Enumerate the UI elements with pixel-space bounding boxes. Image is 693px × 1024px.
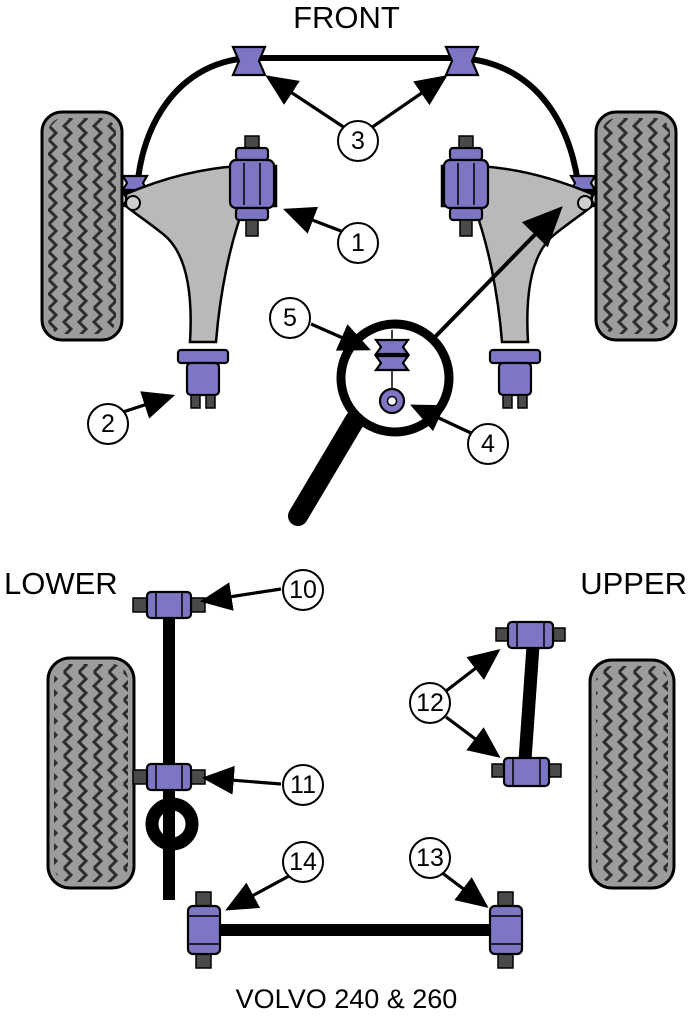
rear-axle-diagram xyxy=(46,582,676,969)
inner-bushing-left xyxy=(228,135,276,237)
tire-tread xyxy=(48,118,116,334)
rear-arrows xyxy=(199,582,501,911)
upper-label: UPPER xyxy=(580,566,687,601)
panhard-rod xyxy=(186,891,524,969)
trailing-arm xyxy=(132,590,206,900)
lower-label: LOWER xyxy=(4,566,118,601)
trailing-arm-front-bush xyxy=(132,590,206,620)
magnifier xyxy=(288,319,454,526)
front-axle-diagram xyxy=(40,45,678,526)
callout-3: 3 xyxy=(337,120,379,162)
upper-torque-rod xyxy=(491,620,566,788)
inner-bushing-right xyxy=(442,135,490,237)
callout-1: 1 xyxy=(337,222,379,264)
callout-12: 12 xyxy=(409,682,451,724)
tire-tread xyxy=(596,666,668,882)
spring-seat-ring xyxy=(145,797,199,851)
arb-bushing-right xyxy=(444,45,480,77)
magnifier-handle xyxy=(288,410,365,526)
caption-label: VOLVO 240 & 260 xyxy=(235,984,458,1014)
torque-rod-front-bush xyxy=(495,620,566,650)
tire-tread xyxy=(602,118,670,334)
front-label: FRONT xyxy=(293,0,400,35)
anti-roll-bar xyxy=(133,55,583,211)
callout-4: 4 xyxy=(467,423,509,465)
rear-left-tire xyxy=(46,656,136,890)
callout-13: 13 xyxy=(409,837,451,879)
callout-10: 10 xyxy=(282,569,324,611)
lower-bushing-right xyxy=(488,348,542,409)
steering-bush-stack xyxy=(373,338,411,356)
front-arrows xyxy=(122,75,563,435)
trailing-arm-rear-bush xyxy=(132,762,206,792)
tire-tread xyxy=(54,664,128,882)
callout-2: 2 xyxy=(87,403,129,445)
arm-eyelet-right xyxy=(577,195,593,211)
callout-11: 11 xyxy=(282,764,324,806)
torque-rod-rear-bush xyxy=(491,756,562,788)
rear-right-tire xyxy=(588,658,676,890)
lower-bushing-left xyxy=(176,348,230,409)
panhard-bush-right xyxy=(488,891,524,969)
callout-14: 14 xyxy=(282,841,324,883)
callout-5: 5 xyxy=(269,297,311,339)
arb-bushing-left xyxy=(231,45,267,77)
panhard-bush-left xyxy=(186,891,222,969)
front-left-tire xyxy=(40,110,124,342)
front-right-tire xyxy=(594,110,678,342)
arm-eyelet-left xyxy=(125,195,141,211)
